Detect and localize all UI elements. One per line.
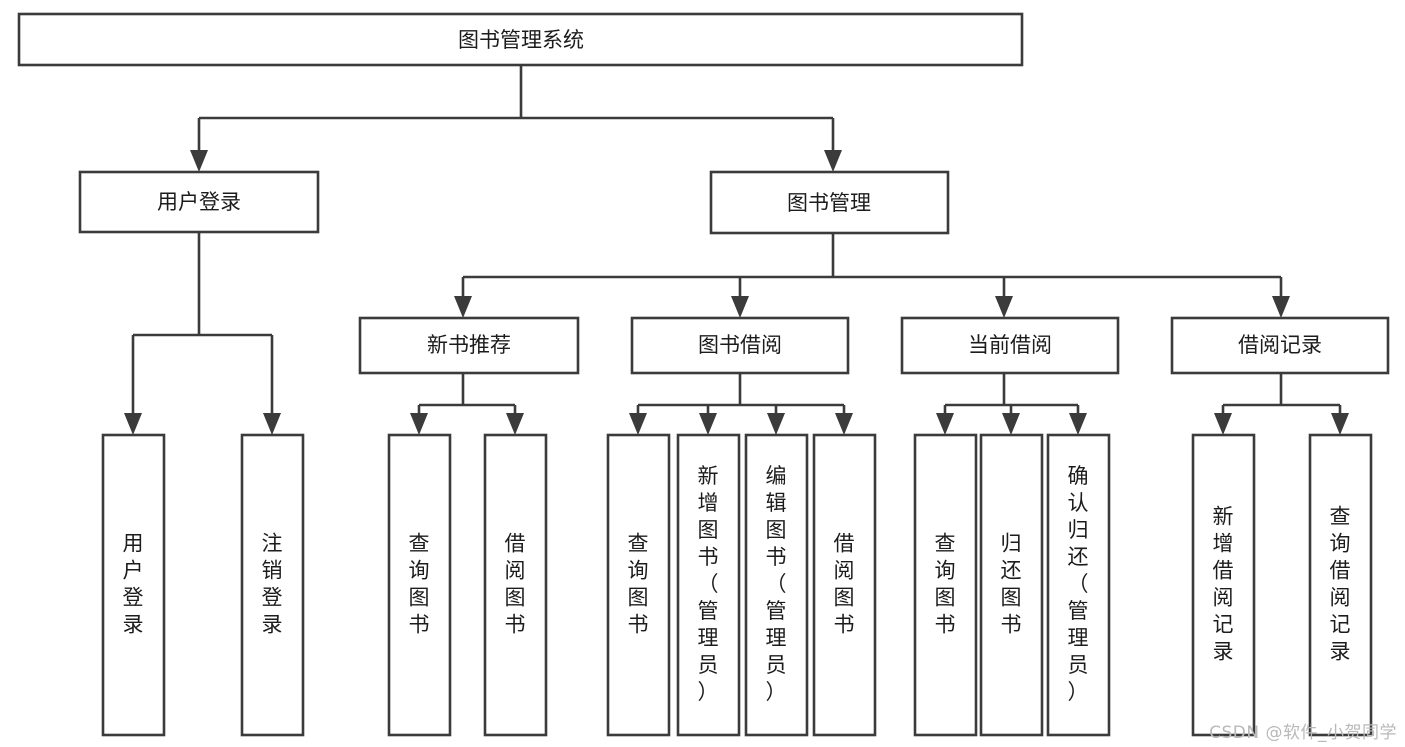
connector-currentborrow-to-leaves [936, 373, 1087, 435]
connector-root-to-level1 [190, 65, 842, 172]
node-book-borrow-label: 图书借阅 [698, 333, 782, 357]
node-leaf-query-book-3-label: 查询图书 [935, 532, 956, 637]
node-user-login[interactable]: 用户登录 [78, 170, 320, 234]
node-new-book-recommend-label: 新书推荐 [427, 333, 511, 357]
node-leaf-return-book[interactable]: 归还图书 [979, 433, 1044, 737]
connector-userlogin-to-leaves [124, 232, 281, 435]
node-leaf-query-book-1[interactable]: 查询图书 [387, 433, 452, 737]
node-leaf-query-record-label: 查询借阅记录 [1330, 505, 1351, 664]
node-borrow-record[interactable]: 借阅记录 [1170, 316, 1390, 375]
node-leaf-query-book-3[interactable]: 查询图书 [913, 433, 978, 737]
node-leaf-edit-book[interactable]: 编辑图书（管理员） [744, 433, 809, 737]
node-leaf-confirm-return-label: 确认归还（管理员） [1068, 464, 1089, 704]
node-leaf-query-book-2-label: 查询图书 [628, 532, 649, 637]
node-leaf-edit-book-label: 编辑图书（管理员） [766, 464, 787, 704]
node-leaf-query-record[interactable]: 查询借阅记录 [1308, 433, 1373, 737]
node-leaf-borrow-book-1[interactable]: 借阅图书 [483, 433, 548, 737]
node-book-manage-label: 图书管理 [787, 191, 871, 215]
connector-borrowrecord-to-leaves [1214, 373, 1349, 435]
connector-newbook-to-leaves [410, 373, 524, 435]
node-root-label: 图书管理系统 [458, 28, 584, 52]
node-leaf-borrow-book-2[interactable]: 借阅图书 [812, 433, 877, 737]
node-leaf-logout[interactable]: 注销登录 [240, 433, 305, 737]
node-leaf-add-record[interactable]: 新增借阅记录 [1191, 433, 1256, 737]
node-current-borrow-label: 当前借阅 [968, 333, 1052, 357]
node-leaf-add-record-label: 新增借阅记录 [1213, 505, 1234, 664]
node-borrow-record-label: 借阅记录 [1238, 333, 1322, 357]
node-book-manage[interactable]: 图书管理 [709, 170, 950, 235]
node-user-login-label: 用户登录 [157, 190, 241, 214]
node-leaf-return-book-label: 归还图书 [1001, 532, 1022, 637]
node-new-book-recommend[interactable]: 新书推荐 [358, 316, 580, 375]
node-leaf-user-login-label: 用户登录 [123, 532, 144, 637]
node-book-borrow[interactable]: 图书借阅 [630, 316, 850, 375]
node-leaf-logout-label: 注销登录 [262, 532, 283, 637]
node-leaf-confirm-return[interactable]: 确认归还（管理员） [1046, 433, 1111, 737]
node-leaf-query-book-2[interactable]: 查询图书 [606, 433, 671, 737]
node-leaf-add-book-label: 新增图书（管理员） [698, 464, 719, 704]
node-leaf-query-book-1-label: 查询图书 [409, 532, 430, 637]
node-root[interactable]: 图书管理系统 [17, 12, 1024, 67]
node-leaf-user-login[interactable]: 用户登录 [101, 433, 166, 737]
node-leaf-borrow-book-1-label: 借阅图书 [505, 532, 526, 637]
node-leaf-borrow-book-2-label: 借阅图书 [834, 532, 855, 637]
node-current-borrow[interactable]: 当前借阅 [900, 316, 1120, 375]
connector-bookmanage-to-level2 [454, 233, 1290, 318]
connector-bookborrow-to-leaves [629, 373, 853, 435]
node-leaf-add-book[interactable]: 新增图书（管理员） [676, 433, 741, 737]
